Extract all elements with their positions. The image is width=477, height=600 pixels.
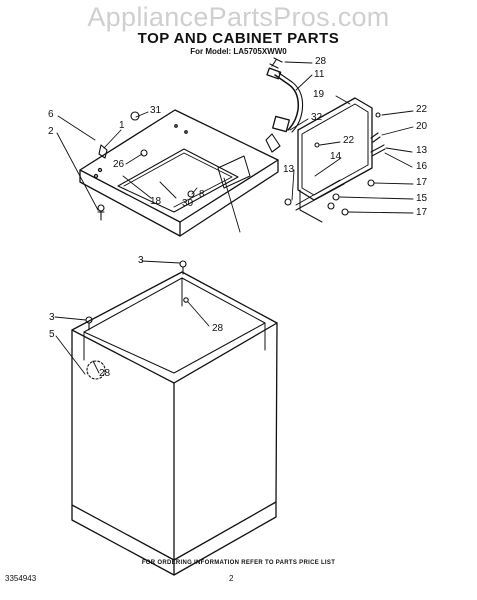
callout-15: 15 [416,193,428,204]
callout-18: 18 [150,196,162,207]
cabinet [71,271,278,576]
callout-1: 1 [119,120,125,131]
console-panel [295,97,373,223]
callout-19: 19 [313,89,325,100]
callout-31: 31 [150,105,162,116]
callout-32: 32 [311,112,323,123]
callout-28: 28 [315,56,327,67]
callout-3: 3 [49,312,55,323]
callout-22: 22 [416,104,428,115]
callout-28: 28 [99,368,111,379]
callout-13: 13 [283,164,295,175]
callout-20: 20 [416,121,428,132]
callout-22: 22 [343,135,355,146]
callout-17: 17 [416,207,428,218]
page-number: 2 [229,574,234,583]
callout-30: 30 [182,198,194,209]
watermark: AppliancePartsPros.com [87,2,390,32]
wire-harness [266,67,304,133]
callout-26: 26 [113,159,125,170]
top-panel [79,109,279,237]
ordering-footer: FOR ORDERING INFORMATION REFER TO PARTS … [141,560,336,566]
callout-2: 2 [48,126,54,137]
diagram-title: TOP AND CABINET PARTS [137,30,340,47]
callout-14: 14 [330,151,342,162]
callout-11: 11 [314,69,325,80]
model-subtitle: For Model: LA5705XWW0 [190,47,287,56]
callout-6: 6 [48,109,54,120]
callout-17: 17 [416,177,428,188]
callout-16: 16 [416,161,428,172]
callout-28: 28 [212,323,224,334]
callout-3: 3 [138,255,144,266]
callout-13: 13 [416,145,428,156]
document-number: 3354943 [5,574,37,583]
screws [85,57,386,380]
callout-5: 5 [49,329,55,340]
leader-lines [54,61,414,375]
callout-8: 8 [199,189,205,200]
